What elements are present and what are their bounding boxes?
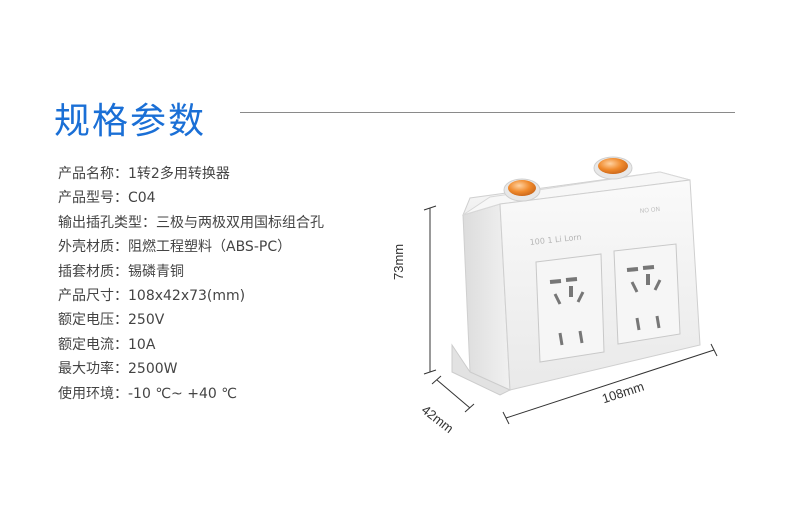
spec-row-name: 产品名称：1转2多用转换器	[58, 162, 324, 186]
spec-label: 产品尺寸：	[58, 287, 128, 304]
spec-value: 三极与两极双用国标组合孔	[156, 214, 324, 231]
spec-label: 外壳材质：	[58, 239, 128, 256]
spec-value: C04	[128, 190, 156, 207]
title-divider	[240, 112, 735, 113]
switch-right	[593, 156, 633, 180]
spec-value: 阻燃工程塑料（ABS-PC）	[128, 239, 292, 256]
spec-row-environment: 使用环境：-10 ℃~ +40 ℃	[58, 382, 324, 406]
spec-value: 108x42x73(mm)	[128, 287, 246, 304]
spec-row-size: 产品尺寸：108x42x73(mm)	[58, 284, 324, 308]
page-title: 规格参数	[54, 101, 207, 142]
spec-label: 使用环境：	[58, 385, 128, 402]
product-image: 100 1 Li Lorn NO ON	[423, 156, 718, 425]
socket-right	[613, 243, 681, 345]
spec-label: 产品名称：	[58, 166, 128, 182]
spec-row-model: 产品型号：C04	[58, 186, 324, 210]
spec-value: -10 ℃~ +40 ℃	[128, 385, 237, 402]
spec-value: 2500W	[128, 361, 178, 378]
spec-row-voltage: 额定电压：250V	[58, 308, 324, 332]
spec-label: 最大功率：	[58, 361, 128, 378]
dimension-width	[502, 343, 718, 425]
svg-text:NO ON: NO ON	[639, 206, 660, 215]
spec-value: 锡磷青铜	[128, 263, 184, 280]
spec-value: 1转2多用转换器	[128, 166, 230, 182]
spec-value: 250V	[128, 312, 165, 329]
dimension-height	[423, 205, 437, 375]
device-top	[462, 171, 691, 216]
dimension-depth	[431, 375, 475, 413]
socket-left	[535, 253, 605, 363]
spec-label: 产品型号：	[58, 190, 128, 207]
spec-label: 额定电压：	[58, 312, 128, 329]
spec-row-socket-type: 输出插孔类型：三极与两极双用国标组合孔	[58, 211, 324, 235]
spec-list: 产品名称：1转2多用转换器 产品型号：C04 输出插孔类型：三极与两极双用国标组…	[58, 162, 324, 406]
spec-row-shell-material: 外壳材质：阻燃工程塑料（ABS-PC）	[58, 235, 324, 259]
spec-value: 10A	[128, 336, 156, 353]
spec-label: 输出插孔类型：	[58, 214, 156, 231]
dimension-height-label: 73mm	[391, 243, 406, 280]
spec-row-sleeve-material: 插套材质：锡磷青铜	[58, 260, 324, 284]
spec-label: 插套材质：	[58, 263, 128, 280]
spec-row-power: 最大功率：2500W	[58, 357, 324, 381]
spec-label: 额定电流：	[58, 336, 128, 353]
switch-left	[503, 178, 541, 202]
spec-row-current: 额定电流：10A	[58, 333, 324, 357]
